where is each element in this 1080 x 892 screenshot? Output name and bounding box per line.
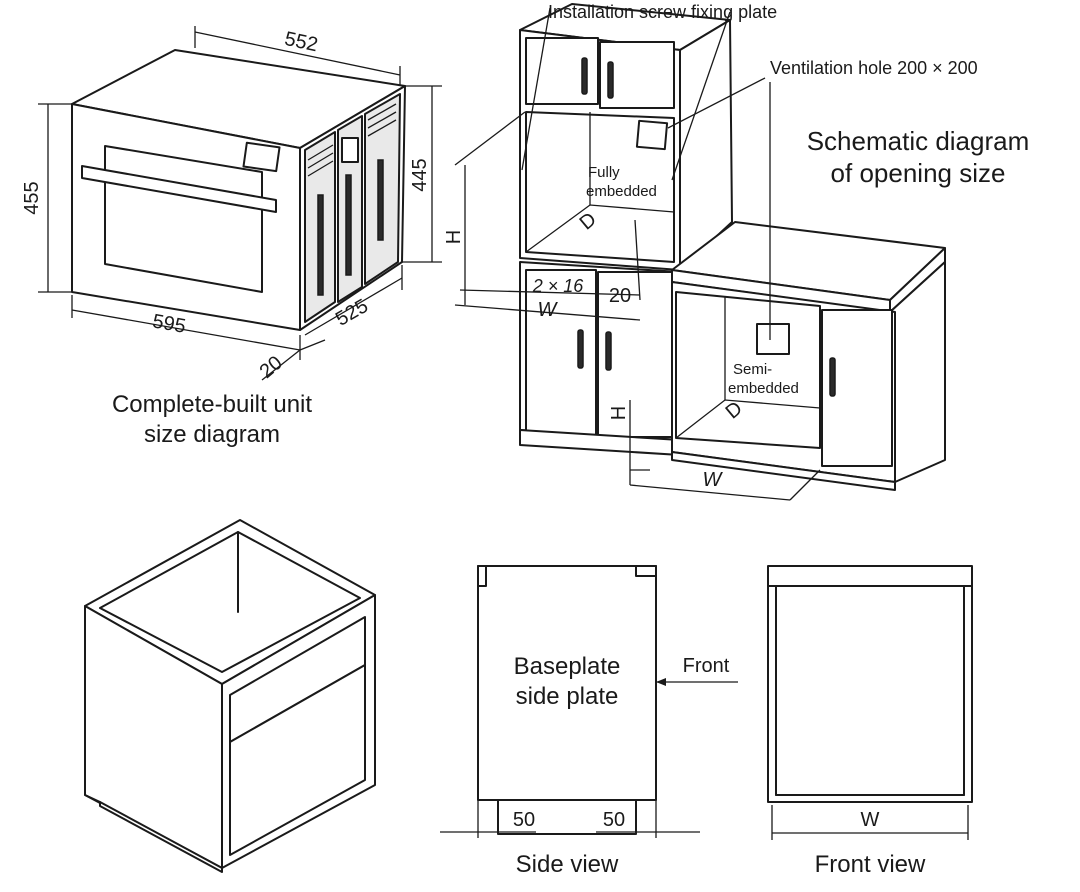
front-arrow-label: Front (683, 655, 730, 677)
semi-embedded-line1: Semi- (733, 361, 772, 378)
oven-side-vents (304, 93, 401, 323)
fully-embedded-line1: Fully (588, 164, 620, 181)
dim-w-lower: W (703, 469, 724, 491)
side-view-drawing (440, 565, 738, 838)
oven-door-handle (81, 165, 277, 213)
front-view-outline (767, 565, 973, 803)
cabinet-frame-drawing (84, 519, 376, 873)
fully-embedded-line2: embedded (586, 183, 657, 200)
dim-20-opening: 20 (609, 285, 631, 307)
cabinet-drawing (454, 3, 946, 501)
dim-w-upper: W (538, 299, 559, 321)
label-screw-fixing-plate: Installation screw fixing plate (548, 2, 777, 22)
front-view-drawing (767, 565, 973, 840)
side-plate-label-line2: side plate (516, 683, 619, 710)
ventilation-hole-lower (756, 323, 790, 355)
dim-50-left: 50 (513, 809, 535, 831)
dim-h-upper: H (443, 230, 465, 244)
oven-caption-line2: size diagram (144, 421, 280, 448)
label-ventilation-hole: Ventilation hole 200 × 200 (770, 58, 978, 78)
dim-595: 595 (151, 310, 188, 337)
ventilation-hole-upper (635, 119, 669, 151)
dim-455: 455 (21, 181, 43, 214)
side-plate-label-line1: Baseplate (514, 653, 621, 680)
oven-dimension-lines (38, 26, 442, 381)
dim-50-right: 50 (603, 809, 625, 831)
dim-2x16: 2 × 16 (532, 276, 585, 296)
dim-445: 445 (409, 158, 431, 191)
oven-drawing (38, 26, 442, 381)
opening-title-line1: Schematic diagram (807, 126, 1030, 156)
side-view-caption: Side view (516, 851, 619, 878)
dim-20-oven: 20 (256, 352, 287, 383)
side-view-plate (477, 565, 657, 801)
semi-embedded-line2: embedded (728, 380, 799, 397)
front-view-caption: Front view (815, 851, 926, 878)
dim-h-lower: H (608, 406, 630, 420)
oven-display (242, 141, 281, 173)
opening-title-line2: of opening size (831, 158, 1006, 188)
dim-w-front-view: W (861, 809, 880, 831)
oven-caption-line1: Complete-built unit (112, 391, 312, 418)
